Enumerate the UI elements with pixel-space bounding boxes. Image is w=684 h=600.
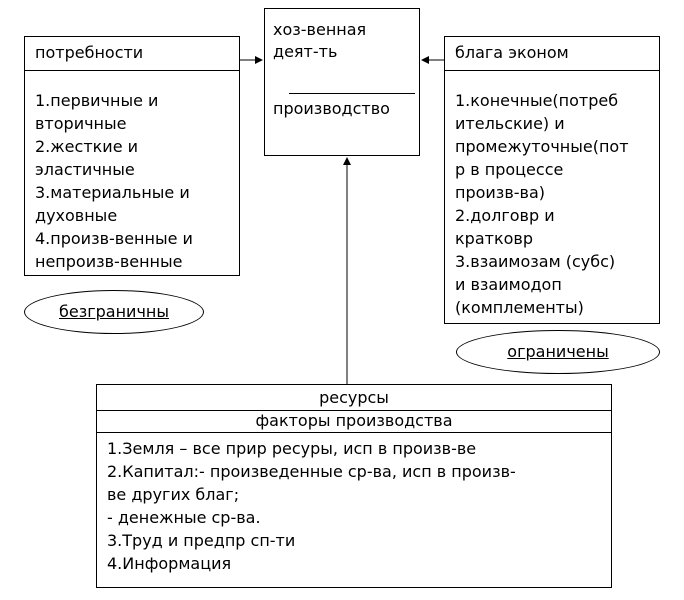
resources-title: ресурсы xyxy=(97,385,611,411)
activity-title: хоз-венная деят-ть xyxy=(273,20,367,61)
goods-items: 1.конечные(потреб ительские) и промежуто… xyxy=(455,91,629,317)
resources-items: 1.Земля – все прир ресуры, исп в произв-… xyxy=(107,439,516,573)
resources-box: ресурсы факторы производства 1.Земля – в… xyxy=(96,384,612,588)
needs-box: потребности 1.первичные и вторичные 2.же… xyxy=(24,36,240,276)
needs-oval-label: безграничны xyxy=(59,302,169,321)
needs-title: потребности xyxy=(25,37,239,71)
activity-box: хоз-венная деят-ть производство xyxy=(264,8,420,156)
goods-oval-label: ограничены xyxy=(507,342,609,361)
goods-title: блага эконом xyxy=(445,37,659,71)
activity-divider xyxy=(289,93,415,94)
needs-oval: безграничны xyxy=(24,290,204,334)
activity-subtitle: производство xyxy=(273,99,390,118)
goods-oval: ограничены xyxy=(456,330,660,374)
needs-items: 1.первичные и вторичные 2.жесткие и элас… xyxy=(35,91,193,271)
resources-subtitle: факторы производства xyxy=(97,411,611,433)
goods-box: блага эконом 1.конечные(потреб ительские… xyxy=(444,36,660,324)
